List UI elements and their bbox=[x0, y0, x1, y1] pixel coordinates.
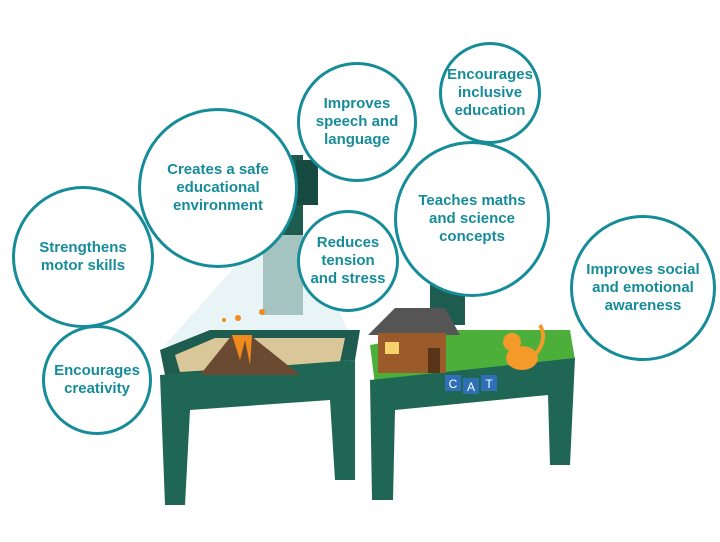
benefit-inclusive-education: Encourages inclusive education bbox=[439, 42, 541, 144]
cat bbox=[503, 324, 546, 370]
benefit-reduces-stress: Reduces tension and stress bbox=[297, 210, 399, 312]
benefit-label: Encourages creativity bbox=[54, 362, 140, 397]
benefit-label: Improves social and emotional awareness bbox=[586, 261, 700, 314]
svg-text:T: T bbox=[485, 377, 493, 391]
benefit-label: Teaches maths and science concepts bbox=[418, 192, 526, 245]
benefit-maths-science: Teaches maths and science concepts bbox=[394, 141, 550, 297]
sand-table bbox=[160, 309, 360, 505]
benefit-speech-language: Improves speech and language bbox=[297, 62, 417, 182]
benefit-motor-skills: Strengthens motor skills bbox=[12, 186, 154, 328]
lava bbox=[232, 335, 252, 365]
benefit-label: Encourages inclusive education bbox=[447, 66, 533, 119]
projector-head bbox=[296, 160, 318, 205]
benefit-safe-environment: Creates a safe educational environment bbox=[138, 108, 298, 268]
svg-text:C: C bbox=[449, 377, 458, 391]
benefit-label: Strengthens motor skills bbox=[39, 239, 127, 274]
benefit-label: Reduces tension and stress bbox=[310, 234, 386, 287]
benefit-label: Improves speech and language bbox=[315, 95, 399, 148]
benefit-label: Creates a safe educational environment bbox=[167, 161, 269, 214]
benefit-creativity: Encourages creativity bbox=[42, 325, 152, 435]
letter-blocks: C A T bbox=[445, 375, 497, 394]
benefit-social-emotional: Improves social and emotional awareness bbox=[570, 215, 716, 361]
svg-text:A: A bbox=[467, 380, 475, 394]
grass-table: C A T bbox=[368, 308, 575, 500]
house-roof bbox=[368, 308, 460, 335]
